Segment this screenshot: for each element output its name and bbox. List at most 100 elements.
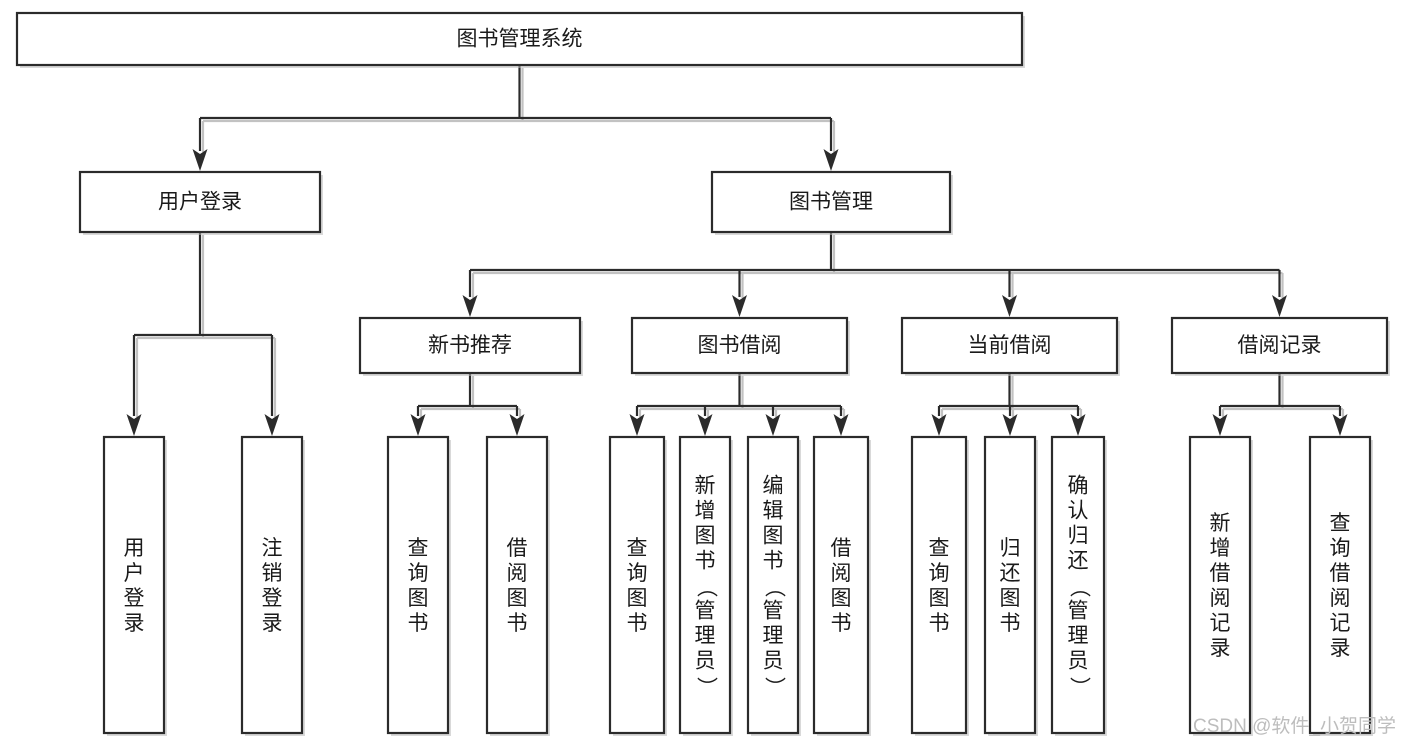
node-label-char: 书 — [408, 612, 429, 635]
node-label: 用户登录 — [158, 191, 242, 214]
node-box[interactable] — [678, 435, 732, 735]
node-box[interactable] — [900, 316, 1119, 375]
node-label-char: 注 — [262, 537, 283, 560]
node-box[interactable] — [358, 316, 582, 375]
node-label-char: 借 — [831, 537, 852, 560]
arrow-head-icon — [1212, 414, 1228, 436]
node-layer: 图书管理系统用户登录图书管理新书推荐图书借阅当前借阅借阅记录用户登录注销登录查询… — [15, 11, 1390, 736]
node-label-char: 认 — [1068, 500, 1089, 523]
node-record[interactable]: 借阅记录 — [1170, 316, 1390, 376]
node-label-char: 查 — [929, 537, 950, 560]
node-box[interactable] — [983, 435, 1037, 735]
node-label-char: 归 — [1000, 537, 1021, 560]
node-label-char: 图 — [408, 587, 429, 610]
arrow-head-icon — [192, 149, 208, 171]
node-box[interactable] — [1050, 435, 1106, 735]
arrow-head-icon — [833, 414, 849, 436]
node-label-char: 员 — [1068, 650, 1089, 673]
node-label: 图书管理 — [789, 191, 873, 214]
node-label-char: 阅 — [831, 562, 852, 585]
node-label-char: 录 — [1210, 637, 1231, 660]
arrow-head-icon — [931, 414, 947, 436]
node-label-char: 录 — [262, 612, 283, 635]
node-label-char: 图 — [831, 587, 852, 610]
node-box[interactable] — [15, 11, 1024, 67]
watermark-layer: CSDN @软件_小贺同学 — [1193, 715, 1396, 737]
connector-group-login — [126, 232, 280, 436]
node-label-char: 阅 — [1210, 587, 1231, 610]
node-label-char: 查 — [1330, 512, 1351, 535]
node-box[interactable] — [1308, 435, 1372, 735]
node-label-char: 辑 — [763, 500, 784, 523]
node-leaf-user-login[interactable]: 用户登录 — [102, 435, 167, 736]
node-box[interactable] — [1188, 435, 1252, 735]
node-bookmgmt[interactable]: 图书管理 — [710, 170, 953, 235]
node-label-char: 归 — [1068, 525, 1089, 548]
node-box[interactable] — [1170, 316, 1389, 375]
node-label-char: （ — [762, 577, 785, 598]
node-box[interactable] — [485, 435, 549, 735]
node-label-char: 阅 — [1330, 587, 1351, 610]
connector-group-bookmgmt — [462, 232, 1287, 317]
node-label-char: 借 — [1330, 562, 1351, 585]
node-label-char: 登 — [262, 587, 283, 610]
node-label-char: 书 — [507, 612, 528, 635]
node-label-char: 管 — [695, 600, 716, 623]
node-box[interactable] — [386, 435, 450, 735]
arrow-head-icon — [629, 414, 645, 436]
node-box[interactable] — [608, 435, 666, 735]
node-label-char: 图 — [695, 525, 716, 548]
node-label-char: 查 — [627, 537, 648, 560]
node-label-char: 户 — [124, 562, 145, 585]
node-label-char: 图 — [1000, 587, 1021, 610]
node-login[interactable]: 用户登录 — [78, 170, 323, 235]
node-label-char: 增 — [1210, 537, 1231, 560]
node-label-char: 书 — [831, 612, 852, 635]
arrow-head-icon — [1070, 414, 1086, 436]
node-box[interactable] — [630, 316, 849, 375]
node-label: 新书推荐 — [428, 334, 512, 357]
node-box[interactable] — [240, 435, 304, 735]
node-box[interactable] — [710, 170, 952, 234]
node-box[interactable] — [910, 435, 968, 735]
node-label-char: 图 — [929, 587, 950, 610]
node-current[interactable]: 当前借阅 — [900, 316, 1120, 376]
node-label-char: 询 — [929, 562, 950, 585]
node-borrow[interactable]: 图书借阅 — [630, 316, 850, 376]
node-label-char: 借 — [1210, 562, 1231, 585]
node-label-char: 确 — [1068, 475, 1089, 498]
node-root[interactable]: 图书管理系统 — [15, 11, 1025, 68]
node-label-char: 阅 — [507, 562, 528, 585]
node-label-char: 记 — [1210, 612, 1231, 635]
connector-layer — [126, 65, 1348, 436]
node-box[interactable] — [812, 435, 870, 735]
node-label-char: 增 — [695, 500, 716, 523]
node-label-char: 图 — [627, 587, 648, 610]
node-box[interactable] — [746, 435, 800, 735]
arrow-head-icon — [1002, 414, 1018, 436]
arrow-head-icon — [1272, 295, 1287, 317]
node-label-char: 询 — [627, 562, 648, 585]
node-box[interactable] — [78, 170, 322, 234]
node-newbook[interactable]: 新书推荐 — [358, 316, 583, 376]
arrow-head-icon — [126, 414, 142, 436]
node-box[interactable] — [102, 435, 166, 735]
